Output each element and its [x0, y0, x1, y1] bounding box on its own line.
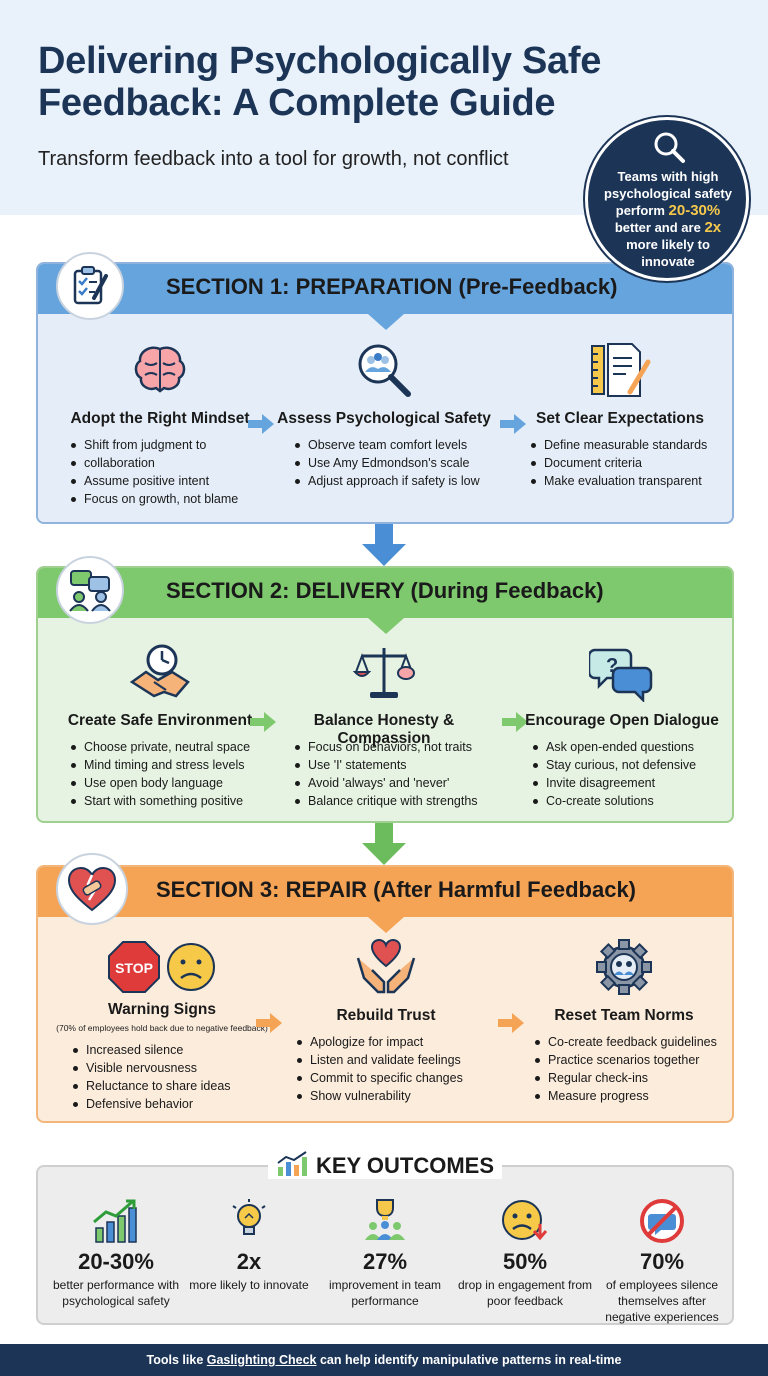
bullet-list: Shift from judgment to collaboration Ass…: [70, 436, 238, 508]
bullet-list: Apologize for impact Listen and validate…: [296, 1033, 463, 1105]
section-title: SECTION 1: PREPARATION (Pre-Feedback): [166, 274, 618, 299]
bullet-list: Define measurable standards Document cri…: [530, 436, 707, 490]
broken-heart-icon: [56, 853, 128, 925]
header-band: Delivering Psychologically Safe Feedback…: [0, 0, 768, 215]
speech-bubbles-icon: ?: [512, 642, 732, 702]
bullet-list: Ask open-ended questions Stay curious, n…: [532, 738, 696, 810]
bullet-list: Increased silence Visible nervousness Re…: [72, 1041, 231, 1113]
bullet-list: Choose private, neutral space Mind timin…: [70, 738, 250, 810]
outcomes-heading: KEY OUTCOMES: [38, 1151, 732, 1179]
magnifier-team-icon: [274, 340, 494, 400]
hands-heart-icon: [276, 937, 496, 997]
right-arrow-icon: [250, 712, 276, 732]
section-header: SECTION 3: REPAIR (After Harmful Feedbac…: [38, 867, 732, 933]
stat-badge: Teams with high psychological safety per…: [585, 117, 749, 281]
bullet-list: Co-create feedback guidelines Practice s…: [534, 1033, 717, 1105]
trophy-team-icon: [317, 1197, 453, 1245]
bullet-list: Focus on behaviors, not traits Use 'I' s…: [294, 738, 478, 810]
stop-sad-icon: STOP: [52, 937, 272, 997]
down-arrow-icon: [362, 823, 406, 865]
svg-text:STOP: STOP: [115, 960, 153, 976]
down-arrow-icon: [362, 524, 406, 566]
sad-down-icon: [457, 1197, 593, 1245]
section-repair: SECTION 3: REPAIR (After Harmful Feedbac…: [36, 853, 734, 1123]
footer-bar: Tools like Gaslighting Check can help id…: [0, 1344, 768, 1376]
right-arrow-icon: [256, 1013, 282, 1033]
handshake-clock-icon: [50, 642, 270, 702]
conversation-icon: [56, 556, 124, 624]
warning-note: (70% of employees hold back due to negat…: [56, 1023, 268, 1033]
section-preparation: SECTION 1: PREPARATION (Pre-Feedback) Ad…: [36, 252, 734, 524]
bullet-list: Observe team comfort levels Use Amy Edmo…: [294, 436, 480, 490]
page-title: Delivering Psychologically Safe Feedback…: [38, 40, 602, 124]
gaslighting-check-link[interactable]: Gaslighting Check: [206, 1353, 317, 1367]
stat-card: 70% of employees silence themselves afte…: [594, 1197, 730, 1325]
stat-card: 27% improvement in team performance: [317, 1197, 453, 1309]
right-arrow-icon: [500, 414, 526, 434]
section-delivery: SECTION 2: DELIVERY (During Feedback) Cr…: [36, 556, 734, 823]
right-arrow-icon: [502, 712, 528, 732]
clipboard-icon: [56, 252, 124, 320]
section-title: SECTION 2: DELIVERY (During Feedback): [166, 578, 604, 603]
scale-icon: [274, 642, 494, 702]
ruler-document-icon: [510, 340, 730, 400]
chart-icon: [277, 1151, 307, 1176]
stat-card: 20-30% better performance with psycholog…: [48, 1197, 184, 1309]
right-arrow-icon: [498, 1013, 524, 1033]
section-header: SECTION 1: PREPARATION (Pre-Feedback): [38, 264, 732, 330]
magnifier-icon: [652, 130, 686, 169]
section-header: SECTION 2: DELIVERY (During Feedback): [38, 568, 732, 634]
badge-text: Teams with high psychological safety per…: [604, 169, 732, 269]
brain-icon: [50, 340, 270, 400]
page-subtitle: Transform feedback into a tool for growt…: [38, 148, 509, 170]
section-title: SECTION 3: REPAIR (After Harmful Feedbac…: [156, 877, 637, 902]
no-speech-icon: [594, 1197, 730, 1245]
gear-team-icon: [514, 937, 734, 997]
lightbulb-icon: [181, 1197, 317, 1245]
growth-chart-icon: [48, 1197, 184, 1245]
key-outcomes-panel: KEY OUTCOMES 20-30% better performance w…: [36, 1151, 734, 1325]
right-arrow-icon: [248, 414, 274, 434]
stat-card: 2x more likely to innovate: [181, 1197, 317, 1293]
stat-card: 50% drop in engagement from poor feedbac…: [457, 1197, 593, 1309]
